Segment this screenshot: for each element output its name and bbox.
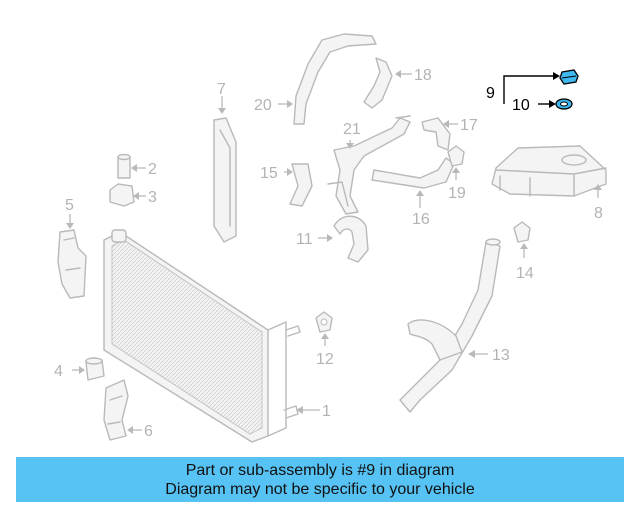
banner-line-1: Part or sub-assembly is #9 in diagram [185,462,455,479]
pipe-part-21[interactable] [327,115,411,215]
callout-14: 14 [516,265,534,282]
callout-2: 2 [148,161,157,178]
bushing-part-2[interactable] [117,153,131,179]
hose-part-16[interactable] [371,157,455,189]
hose-part-17[interactable] [421,117,451,151]
mount-part-4[interactable] [85,357,105,381]
callout-19: 19 [448,185,466,202]
cap-part-9[interactable] [559,69,579,85]
seal-part-10[interactable] [555,98,573,110]
hose-part-13[interactable] [399,238,501,413]
callout-20: 20 [254,97,272,114]
callout-12: 12 [316,351,334,368]
expansion-tank-part-8[interactable] [491,145,607,197]
clamp-part-14[interactable] [513,221,531,243]
callout-9: 9 [486,85,495,102]
hose-part-18[interactable] [363,57,393,109]
callout-3: 3 [148,189,157,206]
callout-8: 8 [594,205,603,222]
callout-11: 11 [296,231,313,248]
mount-part-3[interactable] [109,183,135,207]
banner-line-2: Diagram may not be specific to your vehi… [165,481,475,498]
clamp-part-19[interactable] [447,145,465,167]
radiator[interactable] [103,229,301,443]
callout-18: 18 [414,67,432,84]
callout-4: 4 [54,363,63,380]
info-banner: Part or sub-assembly is #9 in diagram Di… [16,457,624,502]
bracket-part-5[interactable] [57,229,87,299]
hose-part-20[interactable] [293,33,377,125]
clamp-part-12[interactable] [315,311,333,333]
parts-diagram: 1 2 3 4 5 6 7 [54,33,607,443]
bracket-part-6[interactable] [103,379,129,441]
callout-21: 21 [343,121,361,138]
hose-part-15[interactable] [289,163,313,207]
air-guide-part-7[interactable] [213,117,237,243]
callout-6: 6 [144,423,153,440]
callout-15: 15 [260,165,278,182]
callout-5: 5 [65,197,74,214]
hose-part-11[interactable] [333,215,369,263]
callout-17: 17 [460,117,478,134]
callout-13: 13 [492,347,510,364]
callout-7: 7 [217,81,226,98]
callout-10: 10 [512,97,530,114]
callout-16: 16 [412,211,430,228]
callout-1: 1 [322,403,331,420]
